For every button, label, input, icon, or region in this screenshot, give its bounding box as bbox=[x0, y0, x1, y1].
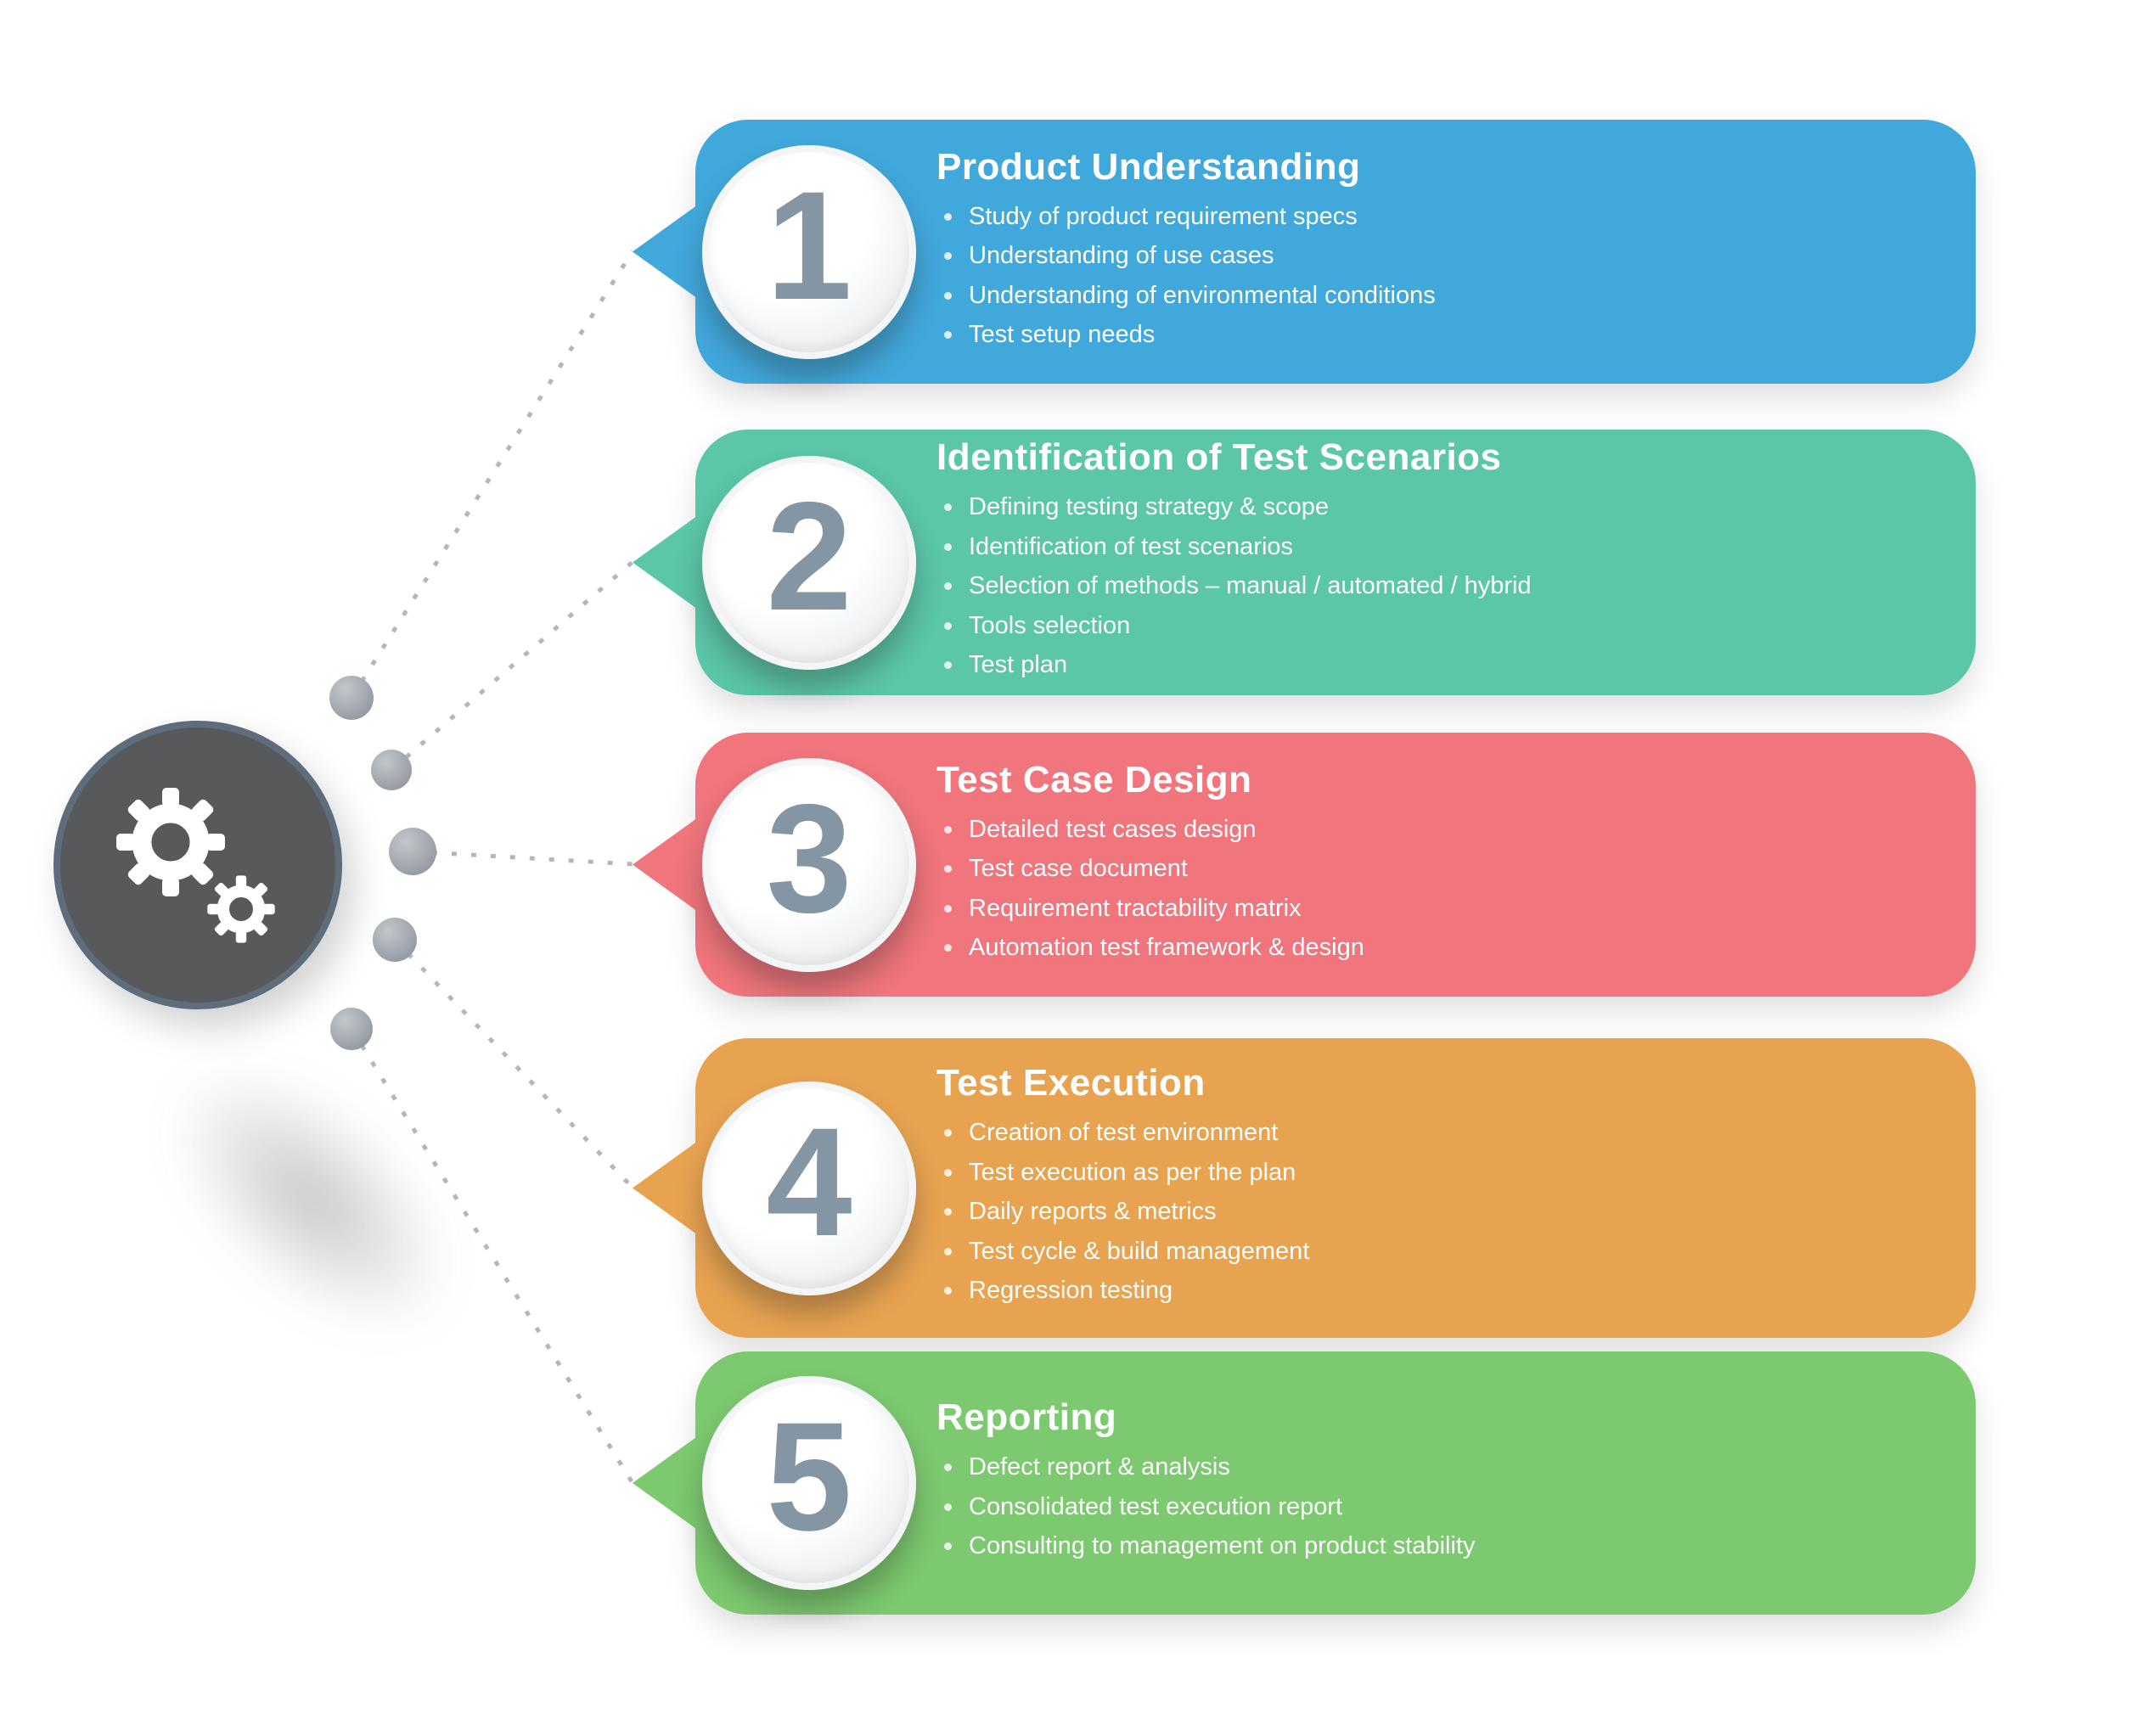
connector-dot-1 bbox=[329, 676, 374, 720]
gears-icon bbox=[116, 788, 275, 943]
step-number: 1 bbox=[766, 158, 852, 332]
step-title: Product Understanding bbox=[936, 145, 1361, 188]
bullet-item: Test plan bbox=[936, 649, 1532, 682]
process-hub bbox=[53, 721, 342, 1009]
connector-line-2 bbox=[390, 560, 634, 772]
step-number: 2 bbox=[766, 469, 852, 643]
connector-line-1 bbox=[349, 250, 635, 699]
step-content: Test Execution Creation of test environm… bbox=[936, 1038, 1377, 1337]
bullet-item: Requirement tractability matrix bbox=[936, 892, 1364, 925]
bullet-item: Understanding of use cases bbox=[936, 239, 1436, 272]
step-card-3: 3 Test Case Design Detailed test cases d… bbox=[633, 733, 1976, 997]
connector-dot-3 bbox=[389, 828, 436, 875]
card-pointer bbox=[633, 512, 702, 613]
bullet-item: Test setup needs bbox=[936, 318, 1436, 351]
bullet-item: Tools selection bbox=[936, 610, 1532, 643]
bullet-item: Regression testing bbox=[936, 1274, 1309, 1307]
step-number-badge: 4 bbox=[702, 1081, 916, 1295]
step-title: Identification of Test Scenarios bbox=[936, 436, 1502, 479]
step-number-badge: 5 bbox=[702, 1376, 916, 1590]
step-title: Test Execution bbox=[936, 1062, 1206, 1104]
bullet-item: Test execution as per the plan bbox=[936, 1156, 1309, 1189]
connector-dot-2 bbox=[371, 750, 412, 790]
step-number: 3 bbox=[766, 771, 852, 945]
step-number-badge: 2 bbox=[702, 455, 916, 670]
bullet-item: Defect report & analysis bbox=[936, 1451, 1475, 1484]
hub-shadow bbox=[49, 945, 574, 1453]
card-pointer bbox=[633, 1433, 702, 1533]
step-card-4: 4 Test Execution Creation of test enviro… bbox=[633, 1038, 1976, 1338]
step-card-1: 1 Product Understanding Study of product… bbox=[633, 120, 1976, 384]
bullet-item: Test case document bbox=[936, 852, 1364, 885]
card-pointer bbox=[633, 1138, 702, 1239]
bullet-item: Consolidated test execution report bbox=[936, 1491, 1475, 1524]
step-number: 4 bbox=[766, 1094, 852, 1268]
step-number-badge: 1 bbox=[702, 144, 916, 359]
step-number-badge: 3 bbox=[702, 757, 916, 972]
step-card-2: 2 Identification of Test Scenarios Defin… bbox=[633, 430, 1976, 695]
card-pointer bbox=[633, 814, 702, 915]
bullet-item: Identification of test scenarios bbox=[936, 531, 1532, 564]
step-number: 5 bbox=[766, 1390, 852, 1563]
step-title: Test Case Design bbox=[936, 758, 1252, 801]
bullet-item: Consulting to management on product stab… bbox=[936, 1530, 1475, 1563]
connector-line-3 bbox=[412, 849, 633, 867]
bullet-item: Daily reports & metrics bbox=[936, 1195, 1309, 1228]
bullet-item: Test cycle & build management bbox=[936, 1235, 1309, 1268]
connector-dot-4 bbox=[373, 918, 417, 962]
bullet-item: Detailed test cases design bbox=[936, 813, 1364, 846]
connector-dot-5 bbox=[330, 1008, 373, 1050]
step-content: Product Understanding Study of product r… bbox=[936, 122, 1504, 382]
bullet-item: Selection of methods – manual / automate… bbox=[936, 570, 1532, 603]
card-pointer bbox=[633, 201, 702, 302]
step-content: Test Case Design Detailed test cases des… bbox=[936, 735, 1432, 995]
bullet-item: Defining testing strategy & scope bbox=[936, 491, 1532, 524]
step-title: Reporting bbox=[936, 1396, 1117, 1439]
bullet-item: Understanding of environmental condition… bbox=[936, 279, 1436, 312]
step-content: Identification of Test Scenarios Definin… bbox=[936, 413, 1600, 711]
bullet-item: Automation test framework & design bbox=[936, 931, 1364, 964]
bullet-item: Study of product requirement specs bbox=[936, 200, 1436, 233]
bullet-item: Creation of test environment bbox=[936, 1116, 1309, 1149]
